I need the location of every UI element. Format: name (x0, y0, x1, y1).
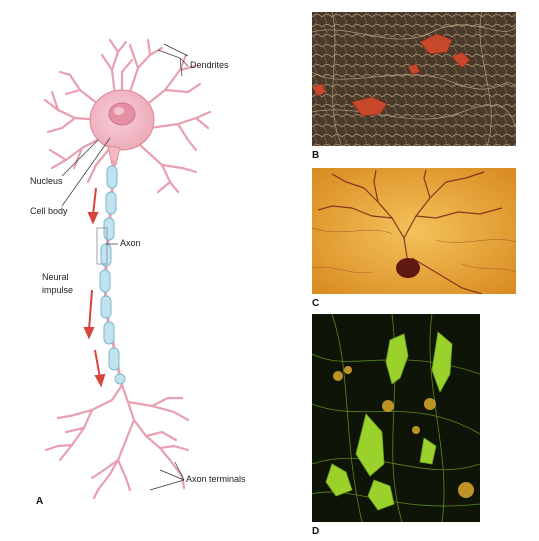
panel-a-label: A (36, 496, 44, 507)
panel-c-label: C (312, 298, 320, 309)
axon-label: Axon (120, 238, 141, 248)
axon-highlight-box (96, 227, 108, 265)
panel-c-texture (312, 168, 516, 294)
myelin-sheaths (99, 165, 126, 385)
purkinje-soma (396, 258, 420, 278)
dendrites-label: Dendrites (190, 60, 229, 70)
neural-impulse-label-1: Neural (42, 272, 69, 282)
panel-d-label: D (312, 526, 320, 537)
axon-terminals (44, 383, 190, 500)
nucleus-label: Nucleus (30, 176, 63, 186)
dendrites (43, 38, 212, 194)
impulse-arrows (83, 187, 106, 388)
axon-terminals-label: Axon terminals (186, 474, 246, 484)
cell-body-label: Cell body (30, 206, 68, 216)
neuron-diagram (43, 38, 212, 500)
panel-b-photo (312, 12, 516, 146)
panel-d-texture (312, 314, 480, 522)
panel-d-photo (312, 314, 480, 522)
panel-c-photo (312, 168, 516, 294)
panel-b-texture (312, 12, 516, 146)
neural-impulse-label-2: impulse (42, 285, 74, 295)
panel-b-label: B (312, 150, 320, 161)
